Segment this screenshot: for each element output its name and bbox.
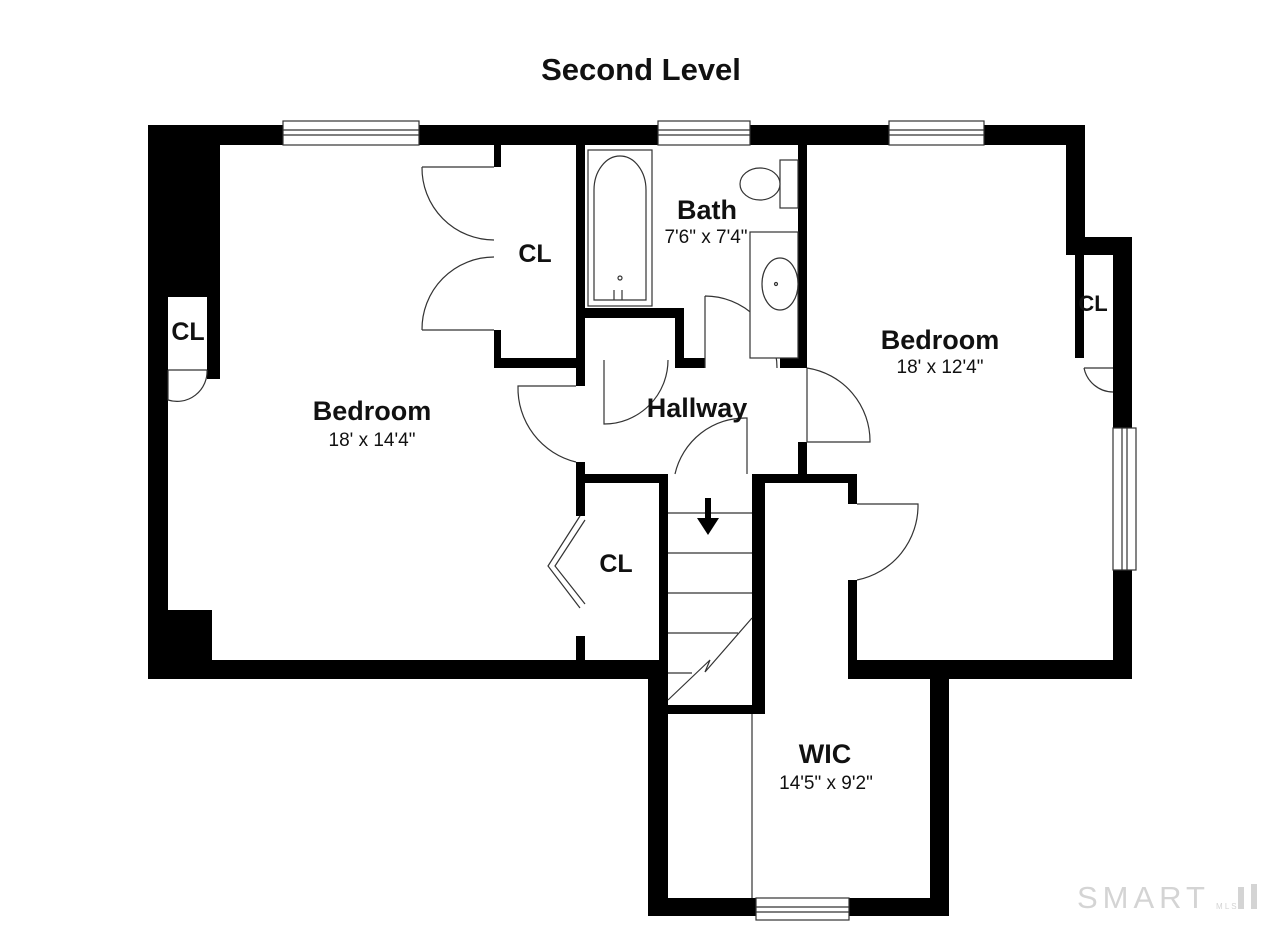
wic-dims: 14'5" x 9'2" [779,773,873,794]
closet-far-left-label: CL [171,318,204,346]
bedroom-right-name: Bedroom [881,325,1000,355]
stair-down-arrow-icon [697,498,719,535]
closet-upper-center-label: CL [518,240,551,268]
bedroom-left-name: Bedroom [313,396,432,426]
bedroom-left-dims: 18' x 14'4" [329,430,416,451]
toilet-icon [779,159,799,209]
closet-lower-center-label: CL [599,550,632,578]
watermark-sub: M L S [1216,902,1237,911]
bath-dims: 7'6" x 7'4" [664,227,747,248]
plan-title: Second Level [541,52,741,87]
wic-name: WIC [799,739,851,769]
bath-name: Bath [677,195,737,225]
watermark-brand: SMART [1077,880,1210,915]
bedroom-right-dims: 18' x 12'4" [897,357,984,378]
hallway-name: Hallway [647,393,748,423]
stairs [667,498,753,701]
windows [282,120,1137,921]
interior-walls [494,145,1084,714]
closet-right-label: CL [1078,291,1107,316]
smart-mls-logo: SMART M L S [1077,880,1257,915]
bath-fixtures [587,149,799,359]
